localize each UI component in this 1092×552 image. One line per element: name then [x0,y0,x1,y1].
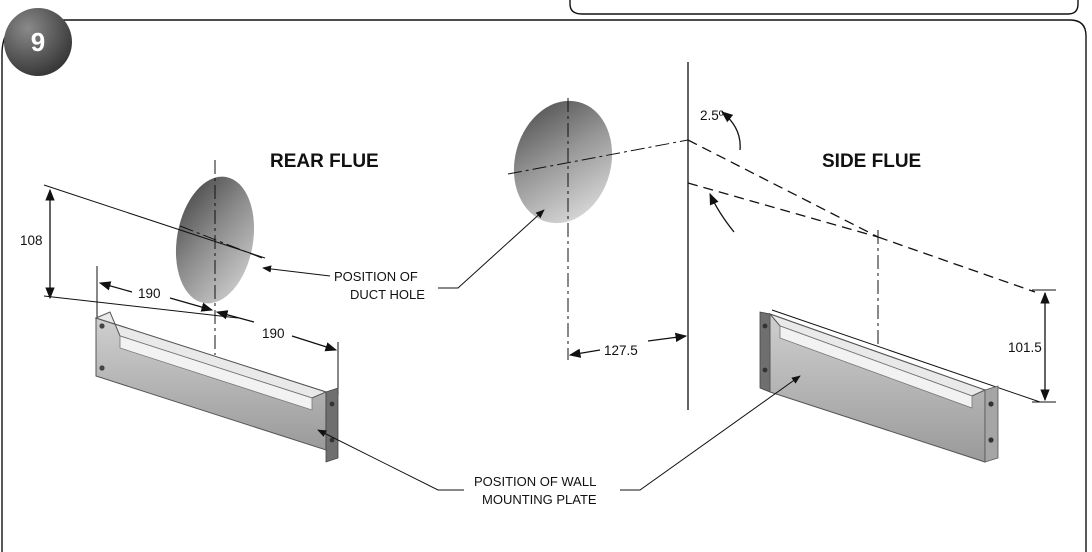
step-number: 9 [31,27,45,57]
callout-plate-line1: POSITION OF WALL [474,474,596,489]
rear-dim-190-right: 190 [262,326,285,341]
callout-plate-line2: MOUNTING PLATE [482,492,597,507]
side-angle-label: 2.5º [700,108,724,123]
side-dim-101-5: 101.5 [1008,340,1042,355]
rear-dim-108: 108 [20,233,43,248]
rear-dim-190-left: 190 [138,286,161,301]
step-badge: 9 [4,8,72,76]
rear-mounting-plate [94,311,339,463]
side-mounting-plate [759,311,999,463]
callout-duct-hole-line1: POSITION OF [334,269,418,284]
side-flue-title: SIDE FLUE [822,151,921,172]
callout-duct-hole: POSITION OF DUCT HOLE [262,209,545,302]
callout-duct-hole-line2: DUCT HOLE [350,287,425,302]
rear-flue-view: REAR FLUE 108 190 190 [20,151,379,463]
callout-mounting-plate: POSITION OF WALL MOUNTING PLATE [317,375,801,507]
side-flue-view: SIDE FLUE 2.5º 127.5 101.5 [507,62,1056,463]
side-dim-127-5: 127.5 [604,343,638,358]
side-duct-hole-disc [513,100,613,224]
rear-flue-title: REAR FLUE [270,151,379,172]
